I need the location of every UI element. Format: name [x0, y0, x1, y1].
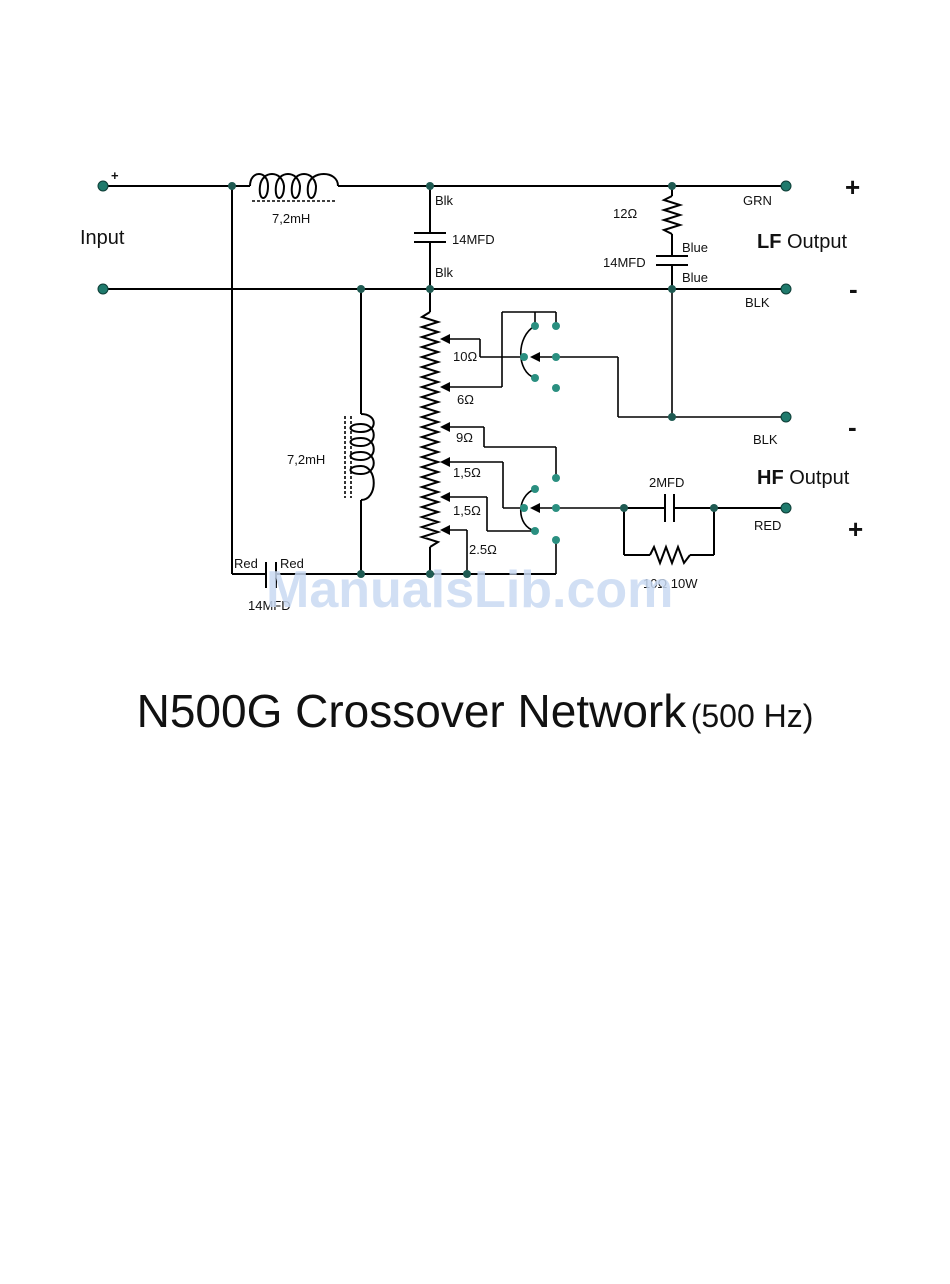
watermark: ManualsLib.com	[266, 561, 673, 619]
tapped-resistor	[422, 289, 438, 574]
hf-minus-sign: -	[848, 412, 857, 442]
shunt-inductor-label: 7,2mH	[287, 452, 325, 467]
hf-minus-terminal	[781, 412, 791, 422]
series-inductor	[250, 174, 338, 201]
lf-minus-sign: -	[849, 274, 858, 304]
hf-plus-terminal	[781, 503, 791, 513]
input-minus-terminal	[98, 284, 108, 294]
tap-10-label: 10Ω	[453, 349, 477, 364]
r12-label: 12Ω	[613, 206, 637, 221]
title-sub: (500 Hz)	[691, 698, 814, 734]
tap-25-label: 2.5Ω	[469, 542, 497, 557]
cap-2mfd-label: 2MFD	[649, 475, 684, 490]
lf-taps	[440, 289, 786, 417]
tap-6-label: 6Ω	[457, 392, 474, 407]
series-inductor-label: 7,2mH	[272, 211, 310, 226]
blk-hf-label: BLK	[753, 432, 778, 447]
input-plus-label: +	[111, 168, 119, 183]
input-plus-terminal	[98, 181, 108, 191]
hf-output-label: HF Output	[757, 467, 850, 489]
hf-plus-sign: +	[848, 514, 863, 544]
red-left-label: Red	[234, 556, 258, 571]
shunt-inductor	[345, 289, 374, 574]
tap-9-label: 9Ω	[456, 430, 473, 445]
crossover-schematic: + Input 7,2mH Blk 14MFD Blk 12Ω Blue 14M…	[0, 0, 950, 660]
tap-15a-label: 1,5Ω	[453, 465, 481, 480]
cap-bottom-blk-label: Blk	[435, 265, 454, 280]
diagram-title: N500G Crossover Network (500 Hz)	[0, 684, 950, 738]
red-hf-label: RED	[754, 518, 781, 533]
title-main: N500G Crossover Network	[137, 685, 687, 737]
lf-output-label: LF Output	[757, 231, 847, 253]
tap-15b-label: 1,5Ω	[453, 503, 481, 518]
lf-plus-terminal	[781, 181, 791, 191]
input-label: Input	[80, 227, 125, 249]
grn-label: GRN	[743, 193, 772, 208]
blue2-label: Blue	[682, 270, 708, 285]
cap-top-blk-label: Blk	[435, 193, 454, 208]
blue1-label: Blue	[682, 240, 708, 255]
lf-plus-sign: +	[845, 172, 860, 202]
cap-14mfd-label: 14MFD	[452, 232, 495, 247]
cap-14mfd-right-label: 14MFD	[603, 255, 646, 270]
lf-minus-terminal	[781, 284, 791, 294]
blk-lf-label: BLK	[745, 295, 770, 310]
